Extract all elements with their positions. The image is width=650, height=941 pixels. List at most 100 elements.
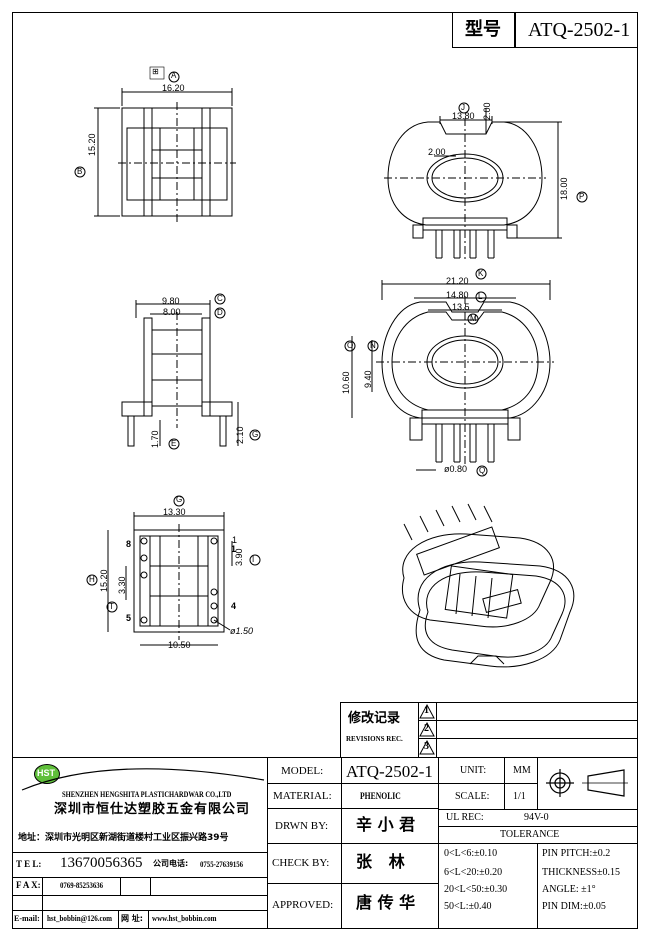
company-logo-text: HST	[37, 768, 55, 778]
dim-i-top: 1	[232, 535, 238, 545]
view-side-top-left	[74, 66, 236, 222]
dim-letter-q: Q	[479, 466, 486, 475]
dim-letter-g: G	[252, 430, 259, 439]
drawn-value: 辛 小 君	[356, 815, 416, 834]
dim-gap: 2.00	[482, 102, 492, 120]
revision-table	[340, 702, 638, 757]
revision-triangles	[419, 703, 435, 755]
company-swoosh	[21, 768, 265, 791]
material-value: PHENOLIC	[360, 791, 401, 801]
company-address: 地址：深圳市光明区新湖街道楼村工业区振兴路39号	[18, 833, 229, 843]
angle: ANGLE: ±1°	[542, 884, 596, 895]
dim-t-height: 3.30	[117, 576, 127, 594]
view-isometric	[402, 503, 575, 668]
dim-letter-l: L	[478, 292, 483, 301]
dim-i-height: 3.90	[234, 548, 244, 566]
dim-letter-i: I	[252, 555, 255, 564]
dim-letter-t: T	[109, 602, 114, 611]
dim-letter-b: B	[77, 167, 83, 176]
view-front-mid-right	[344, 268, 554, 477]
dim-letter-g2: G	[176, 495, 183, 504]
email-label: E-mail:	[14, 914, 40, 923]
fax-value: 0769-85253636	[60, 881, 104, 890]
dim-letter-n: N	[370, 341, 376, 350]
view-icon-label: ⊞	[152, 67, 159, 76]
ul-value: 94V-0	[524, 812, 549, 823]
unit-label: UNIT:	[460, 765, 487, 776]
thickness: THICKNESS±0.15	[542, 867, 620, 878]
revision-num-2: 2	[424, 723, 429, 734]
dim-o-height: 10.60	[341, 371, 351, 394]
title-block	[12, 757, 638, 929]
technical-drawing	[74, 66, 588, 668]
dim-bottom-width: 10.50	[168, 640, 191, 650]
drawn-label: DRWN BY:	[275, 820, 329, 832]
check-label: CHECK BY:	[272, 857, 330, 869]
web-label: 网 址:	[121, 914, 143, 923]
material-label: MATERIAL:	[273, 790, 332, 802]
dim-m-width: 13.5	[452, 302, 470, 312]
dim-q-pin: ø0.80	[444, 464, 468, 474]
dim-letter-p: P	[579, 192, 585, 201]
dim-bottom-hole: ø1.50	[230, 626, 254, 636]
dim-c-width: 9.80	[162, 296, 180, 306]
dim-j-inner: 13.80	[452, 111, 475, 121]
view-bottom-left	[86, 495, 261, 646]
scale-label: SCALE:	[455, 791, 490, 802]
revision-label-en: REVISIONS REC.	[346, 735, 403, 743]
tolerance-4: 50<L:±0.40	[444, 901, 492, 912]
pin-number-1: 1	[231, 544, 237, 554]
company-phone-label: 公司电话:	[153, 859, 189, 868]
revision-num-1: 1	[424, 705, 429, 716]
model-value: ATQ-2502-1	[346, 762, 433, 781]
dim-letter-e: E	[171, 439, 177, 448]
dim-letter-o: O	[347, 341, 354, 350]
pin-dim: PIN DIM:±0.05	[542, 901, 606, 912]
ul-label: UL REC:	[446, 812, 484, 823]
fax-label: F A X:	[16, 880, 41, 890]
tolerance-1: 0<L<6:±0.10	[444, 848, 498, 859]
company-name-en: SHENZHEN HENGSHITA PLASTICHARDWAR CO.,LT…	[62, 790, 232, 799]
pin-number-5: 5	[126, 613, 132, 623]
email-value: hst_bobbin@126.com	[47, 914, 113, 923]
tolerance-label: TOLERANCE	[500, 829, 560, 840]
dim-h-height: 15.20	[99, 569, 109, 592]
dim-k-width: 21.20	[446, 276, 469, 286]
model-header-label: 型号	[465, 19, 501, 40]
dim-d-width: 8.00	[163, 307, 181, 317]
web-value: www.hst_bobbin.com	[152, 914, 217, 923]
tolerance-3: 20<L<50:±0.30	[444, 884, 508, 895]
revision-num-3: 3	[424, 741, 429, 752]
tolerance-2: 6<L<20:±0.20	[444, 867, 503, 878]
approved-value: 唐 传 华	[356, 893, 416, 912]
dim-b-height: 15.20	[87, 133, 97, 156]
revision-label-cn: 修改记录	[348, 711, 401, 726]
dim-e-height: 1.70	[150, 430, 160, 448]
approved-label: APPROVED:	[272, 899, 334, 911]
company-name-cn: 深圳市恒仕达塑胶五金有限公司	[54, 802, 251, 817]
dim-letter-h: H	[89, 575, 95, 584]
dim-letter-m: M	[470, 314, 477, 323]
pin-number-8: 8	[126, 539, 132, 549]
model-header-value: ATQ-2502-1	[528, 19, 631, 41]
tel-value: 13670056365	[60, 855, 143, 871]
model-header-box	[452, 12, 638, 48]
dim-letter-d: D	[217, 308, 223, 317]
dim-a-width: 16.20	[162, 83, 185, 93]
unit-value: MM	[513, 765, 531, 776]
projection-symbol-icon	[546, 769, 628, 797]
view-front-top-right	[384, 102, 588, 262]
dim-n-height: 9.40	[363, 370, 373, 388]
company-phone-value: 0755-27639156	[200, 860, 244, 869]
dim-letter-k: K	[478, 269, 484, 278]
scale-value: 1/1	[513, 791, 526, 802]
pin-pitch: PIN PITCH:±0.2	[542, 848, 611, 859]
check-value: 张 林	[356, 852, 405, 871]
tel-label: T E L:	[16, 859, 42, 869]
dim-letter-j: J	[461, 103, 465, 112]
model-label: MODEL:	[281, 765, 324, 777]
dim-l-width: 14.80	[446, 290, 469, 300]
dim-p-height: 18.00	[559, 177, 569, 200]
dim-letter-a: A	[171, 71, 177, 80]
dim-hole: 2.00	[428, 147, 446, 157]
